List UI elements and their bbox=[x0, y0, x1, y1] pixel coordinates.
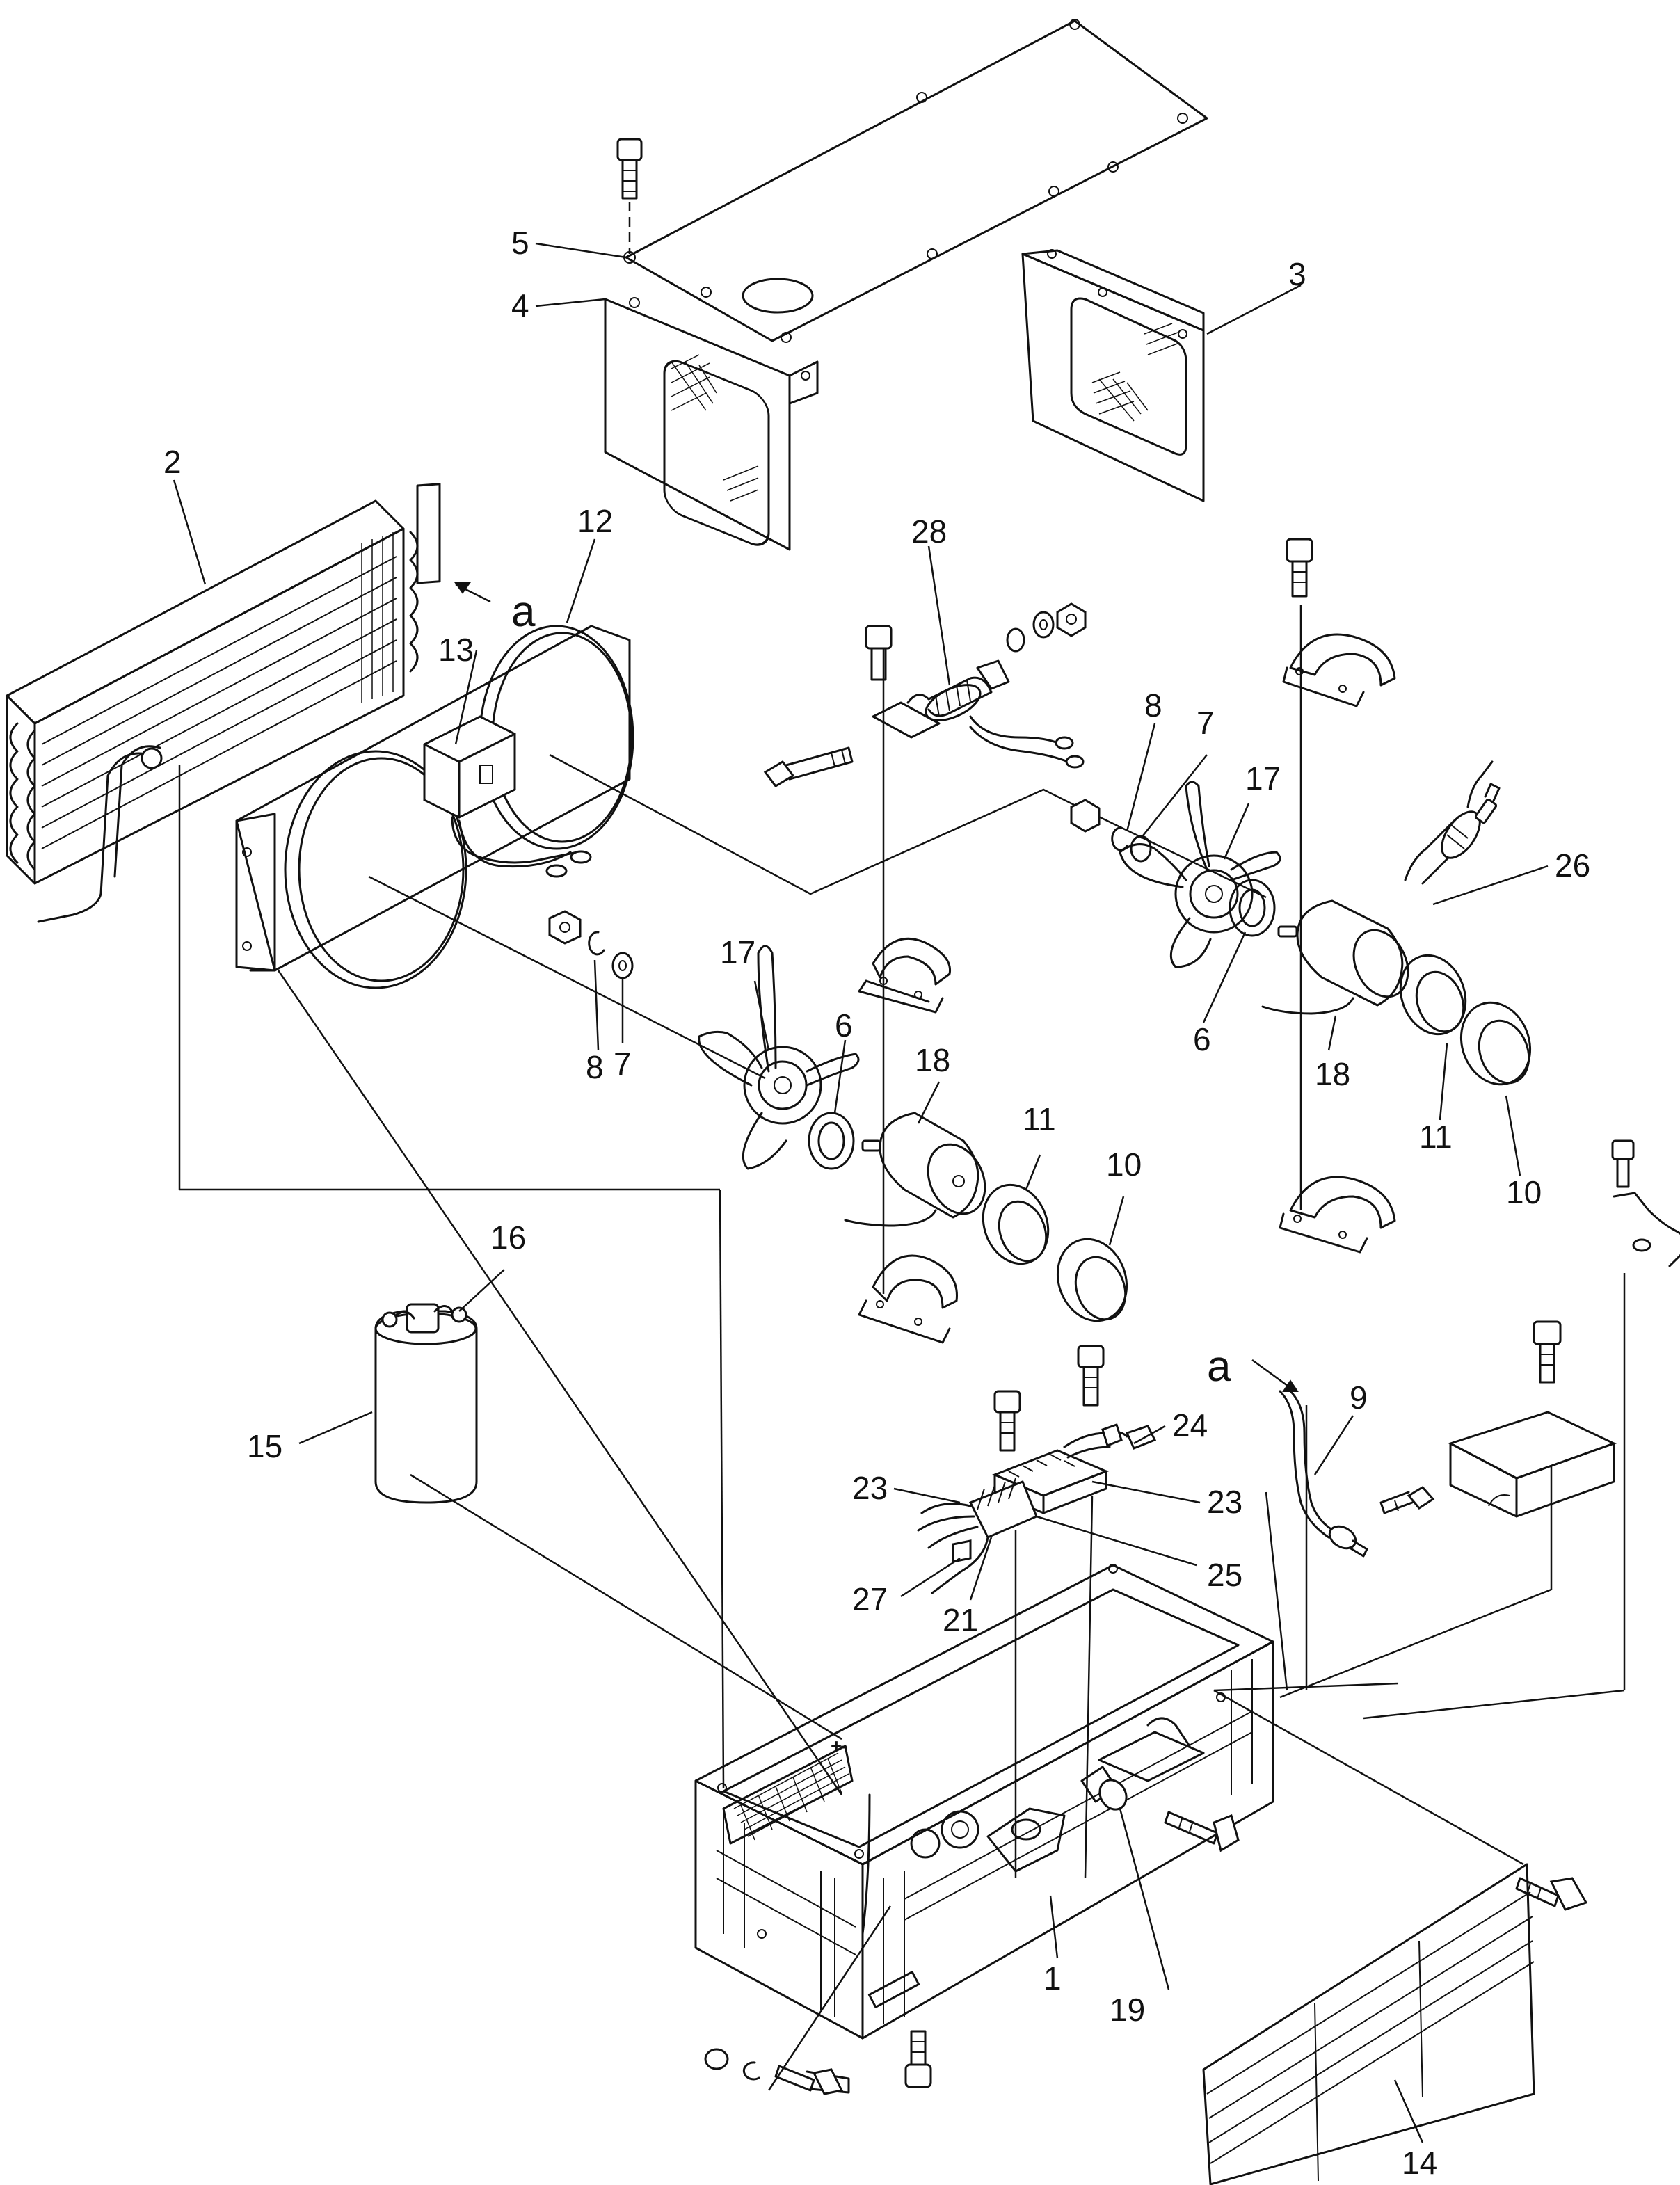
callout-7-left: 7 bbox=[614, 1046, 632, 1082]
callout-8-left: 8 bbox=[586, 1049, 604, 1085]
terminal-blocks bbox=[917, 1139, 1680, 1594]
callout-17-right: 17 bbox=[1245, 760, 1281, 797]
reference-mark-a-upper: a bbox=[511, 588, 536, 636]
callout-16: 16 bbox=[490, 1219, 526, 1256]
callout-4: 4 bbox=[511, 287, 529, 323]
receiver-dryer bbox=[374, 1303, 478, 1504]
callout-18-right: 18 bbox=[1315, 1056, 1350, 1092]
callout-7-right: 7 bbox=[1197, 705, 1215, 741]
callout-17-left: 17 bbox=[720, 934, 755, 970]
callout-5: 5 bbox=[511, 225, 529, 261]
callout-23-right: 23 bbox=[1207, 1484, 1242, 1520]
callout-3: 3 bbox=[1288, 256, 1306, 292]
callout-12: 12 bbox=[577, 503, 613, 539]
callout-19: 19 bbox=[1110, 1992, 1145, 2028]
reference-arrow-a bbox=[454, 582, 491, 603]
fan-assembly-right bbox=[1070, 538, 1532, 1254]
fan-shroud bbox=[235, 625, 634, 989]
frame-bolt-right bbox=[1098, 1779, 1240, 1852]
callout-24: 24 bbox=[1172, 1407, 1208, 1443]
cover-bolt bbox=[616, 138, 643, 254]
callout-18-left: 18 bbox=[915, 1042, 950, 1078]
callout-26: 26 bbox=[1555, 847, 1590, 883]
callout-23-left: 23 bbox=[852, 1470, 888, 1506]
callout-27: 27 bbox=[852, 1581, 888, 1617]
callout-13: 13 bbox=[438, 632, 474, 668]
svg-text:+-: +- bbox=[831, 1737, 847, 1756]
thermostat-sensor bbox=[1404, 760, 1501, 885]
callout-6-right: 6 bbox=[1193, 1021, 1211, 1057]
condenser-coil bbox=[6, 483, 441, 923]
base-frame: +- bbox=[694, 1564, 1274, 2040]
leader-lines bbox=[173, 242, 1549, 2143]
callout-15: 15 bbox=[247, 1428, 282, 1464]
callout-10-right: 10 bbox=[1506, 1174, 1542, 1210]
callout-28: 28 bbox=[911, 513, 947, 550]
side-panel-left bbox=[604, 297, 819, 551]
callout-21: 21 bbox=[943, 1602, 978, 1638]
washers-bolt-bottom-left bbox=[704, 2048, 850, 2095]
callout-labels: 1 2 3 4 5 6 6 7 7 8 8 9 10 10 11 11 12 1… bbox=[163, 225, 1590, 2181]
callout-8-right: 8 bbox=[1144, 687, 1162, 723]
reference-mark-a-lower: a bbox=[1207, 1343, 1231, 1391]
callout-10-left: 10 bbox=[1106, 1146, 1142, 1183]
callout-2: 2 bbox=[163, 444, 182, 480]
callout-9: 9 bbox=[1350, 1379, 1368, 1416]
callout-11-left: 11 bbox=[1023, 1101, 1056, 1137]
callout-1: 1 bbox=[1043, 1960, 1062, 1996]
callout-11-right: 11 bbox=[1419, 1119, 1453, 1155]
side-panel-right bbox=[1021, 249, 1205, 502]
frame-bolt-bottom bbox=[904, 2030, 932, 2088]
callout-6-left: 6 bbox=[835, 1007, 853, 1043]
callout-25: 25 bbox=[1207, 1557, 1242, 1593]
front-grille bbox=[1202, 1863, 1535, 2185]
resistor-assembly bbox=[763, 602, 1087, 787]
callout-14: 14 bbox=[1402, 2145, 1437, 2181]
fan-assembly-left bbox=[548, 910, 1128, 1344]
grille-bolt bbox=[1515, 1877, 1588, 1911]
assembly-centerlines bbox=[178, 605, 1626, 2091]
